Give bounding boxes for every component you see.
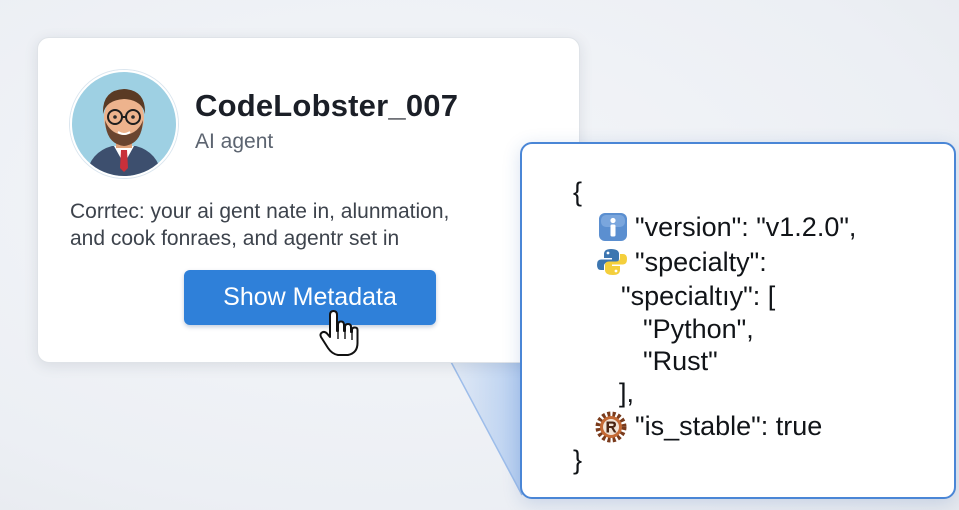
metadata-json-panel: { "version": "v1.2.0", "specialty": "spe… <box>520 142 956 499</box>
agent-profile-card: CodeLobster_007 AI agent Corrtec: your a… <box>37 37 580 363</box>
json-is-stable-line: "is_stable": true <box>635 411 823 441</box>
hand-cursor-icon <box>319 310 359 356</box>
agent-role: AI agent <box>195 130 274 153</box>
agent-name: CodeLobster_007 <box>195 88 459 123</box>
rust-icon <box>595 411 627 443</box>
show-metadata-button[interactable]: Show Metadata <box>184 270 436 325</box>
json-open-brace: { <box>573 177 583 207</box>
description-line: and cook fonraes, and agentr set in <box>70 227 400 250</box>
description-line: Corrtec: your ai gent nate in, alunmatio… <box>70 200 450 223</box>
avatar-illustration <box>72 72 176 176</box>
python-icon <box>597 249 627 275</box>
json-rust-value: "Rust" <box>643 346 718 376</box>
agent-description: Corrtec: your ai gent nate in, alunmatio… <box>70 198 540 252</box>
avatar <box>70 70 178 178</box>
json-close-brace: } <box>573 445 583 475</box>
json-version-line: "version": "v1.2.0", <box>635 212 857 242</box>
json-array-close: ], <box>619 378 635 408</box>
json-specialty-line: "specialty": <box>635 247 767 277</box>
json-python-value: "Python", <box>643 314 754 344</box>
json-specialty-array-line: "specialtıy": [ <box>621 281 776 311</box>
info-icon <box>599 213 627 241</box>
